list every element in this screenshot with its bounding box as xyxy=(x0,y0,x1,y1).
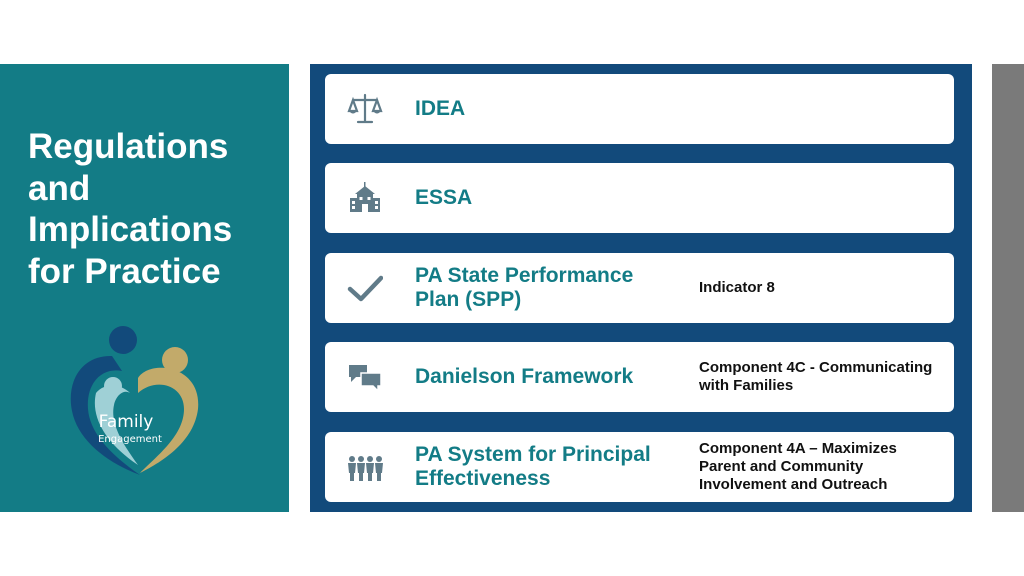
row-label: IDEA xyxy=(415,97,466,120)
family-engagement-logo: Family Engagement xyxy=(70,326,199,475)
logo-family-text: Family xyxy=(99,412,154,432)
chat-bubbles-icon xyxy=(349,365,382,393)
row-label: PA State Performance Plan (SPP) xyxy=(415,264,634,311)
school-building-icon xyxy=(350,182,380,212)
people-group-icon xyxy=(348,456,383,481)
row-label: ESSA xyxy=(415,186,473,209)
row-idea: IDEA xyxy=(325,74,954,144)
scales-icon xyxy=(347,93,383,124)
right-accent-bar xyxy=(992,64,1024,512)
checkmark-icon xyxy=(347,275,383,302)
row-pa-spp: PA State Performance Plan (SPP) Indicato… xyxy=(325,253,954,323)
row-danielson: Danielson Framework Component 4C - Commu… xyxy=(325,342,954,412)
row-detail: Indicator 8 xyxy=(699,279,775,296)
slide-title: Regulations and Implications for Practic… xyxy=(28,127,233,291)
row-essa: ESSA xyxy=(325,163,954,233)
row-detail: Component 4C - Communicating with Famili… xyxy=(699,359,933,394)
title-panel xyxy=(0,64,289,512)
logo-engagement-text: Engagement xyxy=(98,434,162,445)
row-label: Danielson Framework xyxy=(415,365,634,388)
row-label: PA System for Principal Effectiveness xyxy=(415,443,651,490)
row-detail: Component 4A – Maximizes Parent and Comm… xyxy=(699,440,897,493)
row-principal-effectiveness: PA System for Principal Effectiveness Co… xyxy=(325,432,954,502)
